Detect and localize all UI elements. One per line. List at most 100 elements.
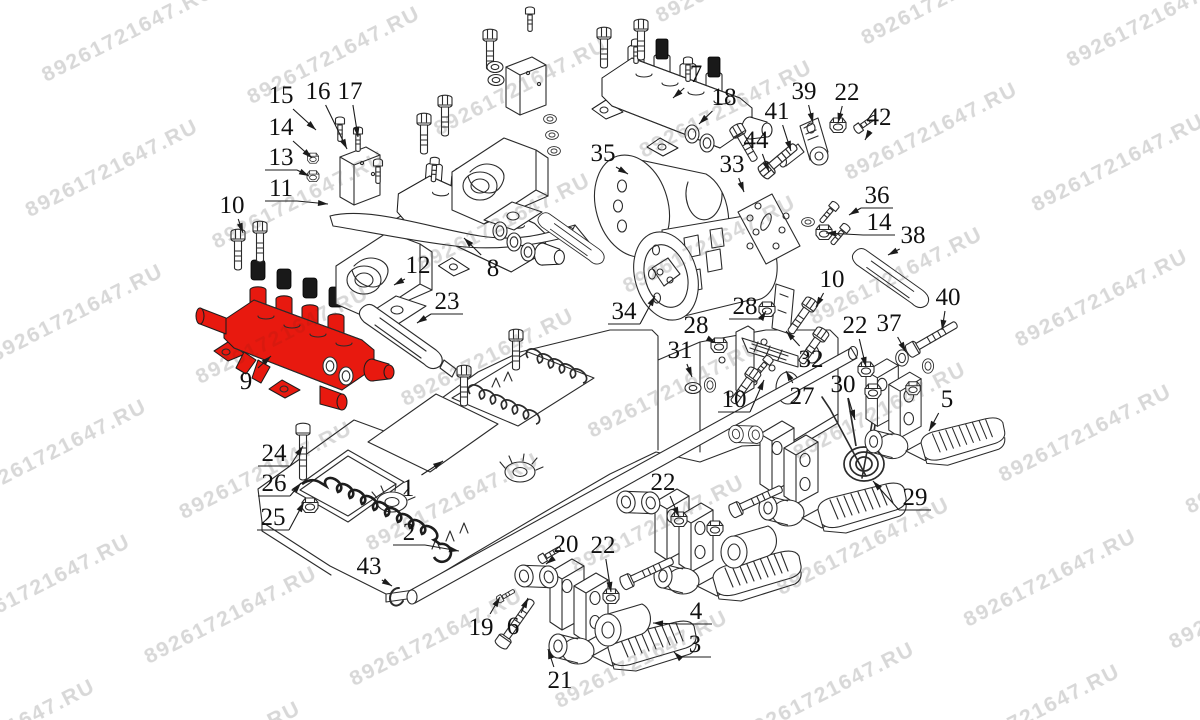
- part-number-label: 40: [936, 284, 961, 311]
- leader-arrow: [940, 319, 947, 330]
- leader-arrow: [826, 230, 837, 237]
- part-number-label: 22: [651, 469, 676, 496]
- callout-22: 22: [835, 79, 860, 124]
- leader-arrow: [546, 555, 556, 564]
- leader-arrow: [849, 207, 860, 215]
- part-number-label: 35: [591, 140, 616, 167]
- callout-29: 29: [872, 480, 931, 511]
- callout-40: 40: [936, 284, 961, 331]
- part-number-label: 24: [262, 440, 288, 467]
- leader-arrow: [292, 483, 301, 493]
- callout-43: 43: [357, 553, 393, 587]
- star-washer-boss: [371, 483, 416, 513]
- leader-arrow: [448, 546, 459, 553]
- part-number-label: 42: [867, 104, 892, 131]
- leader-arrow: [672, 506, 679, 517]
- callout-22: 22: [843, 312, 868, 368]
- part-number-label: 38: [901, 222, 926, 249]
- leader-arrow: [606, 581, 613, 592]
- part-number-label: 12: [406, 252, 431, 279]
- callout-31: 31: [668, 337, 693, 378]
- part-number-label: 16: [306, 78, 331, 105]
- part-number-label: 44: [744, 127, 770, 154]
- callout-2: 2: [393, 519, 460, 553]
- part-number-label: 6: [507, 613, 520, 640]
- part-number-label: 8: [487, 255, 500, 282]
- callout-26: 26: [258, 470, 302, 497]
- callout-4: 4: [652, 598, 712, 627]
- part-27-bracket: [735, 325, 799, 396]
- leader-arrow: [758, 311, 766, 322]
- part-number-label: 15: [269, 82, 294, 109]
- part-7-valve: [591, 38, 773, 157]
- part-number-label: 37: [877, 310, 902, 337]
- callout-35: 35: [591, 140, 629, 175]
- part-number-label: 29: [903, 484, 928, 511]
- part-number-label: 18: [712, 84, 737, 111]
- part-number-label: 5: [941, 386, 954, 413]
- callout-32: 32: [785, 330, 824, 373]
- leader-arrow: [306, 121, 316, 130]
- callout-15: 15: [269, 82, 317, 131]
- leader-arrow: [432, 461, 443, 469]
- part-number-label: 9: [240, 368, 253, 395]
- leader-arrow: [757, 380, 764, 391]
- leader-arrow: [685, 366, 692, 377]
- leader-arrow: [849, 409, 855, 420]
- leader-arrow: [617, 166, 628, 174]
- leader-arrow: [699, 114, 709, 124]
- leader-arrow: [381, 578, 392, 586]
- callout-27: 27: [785, 370, 815, 410]
- callout-34: 34: [608, 295, 656, 325]
- leader-arrow: [464, 238, 474, 248]
- callout-16: 16: [306, 78, 348, 150]
- part-number-label: 10: [820, 266, 845, 293]
- leader-arrow: [492, 597, 500, 608]
- part-39-cam-lever: [799, 117, 829, 166]
- leader-arrow: [339, 138, 347, 149]
- callout-14: 14: [825, 209, 895, 237]
- part-number-label: 33: [720, 151, 745, 178]
- callout-9: 9: [240, 355, 272, 395]
- part-number-label: 7: [690, 61, 703, 88]
- part-43-snap-ring: [389, 586, 404, 607]
- leader-arrow: [860, 356, 867, 367]
- part-number-label: 1: [402, 475, 415, 502]
- callout-1: 1: [402, 460, 444, 502]
- callout-19: 19: [469, 596, 501, 641]
- leader-arrow: [929, 420, 937, 431]
- callout-6: 6: [507, 597, 529, 640]
- leader-arrow: [394, 277, 405, 285]
- callout-8: 8: [463, 237, 500, 282]
- leader-arrow: [353, 126, 360, 137]
- callout-21: 21: [547, 648, 573, 694]
- callout-37: 37: [877, 310, 907, 353]
- callout-5: 5: [928, 386, 954, 432]
- part-number-label: 10: [220, 192, 245, 219]
- part-number-label: 28: [733, 293, 758, 320]
- leader-arrow: [673, 89, 683, 98]
- leader-arrow: [653, 620, 664, 627]
- part-26-spring: [301, 476, 453, 564]
- part-number-label: 28: [684, 312, 709, 339]
- callout-22: 22: [651, 469, 680, 518]
- part-number-label: 22: [843, 312, 868, 339]
- leader-arrow: [417, 315, 428, 323]
- part-number-label: 25: [261, 504, 286, 531]
- callout-44: 44: [744, 127, 770, 173]
- callout-28: 28: [729, 293, 767, 322]
- callout-11: 11: [265, 175, 329, 207]
- callout-25: 25: [257, 501, 305, 531]
- callout-42: 42: [864, 104, 892, 141]
- part-number-label: 32: [799, 346, 824, 373]
- leader-arrow: [302, 149, 312, 158]
- leader-arrow: [521, 598, 528, 609]
- part-number-label: 26: [262, 470, 287, 497]
- leader-arrow: [705, 335, 716, 343]
- part-number-label: 10: [722, 386, 747, 413]
- callout-38: 38: [887, 222, 926, 256]
- leader-arrow: [807, 112, 814, 123]
- callout-41: 41: [765, 98, 792, 152]
- part-number-label: 3: [689, 631, 702, 658]
